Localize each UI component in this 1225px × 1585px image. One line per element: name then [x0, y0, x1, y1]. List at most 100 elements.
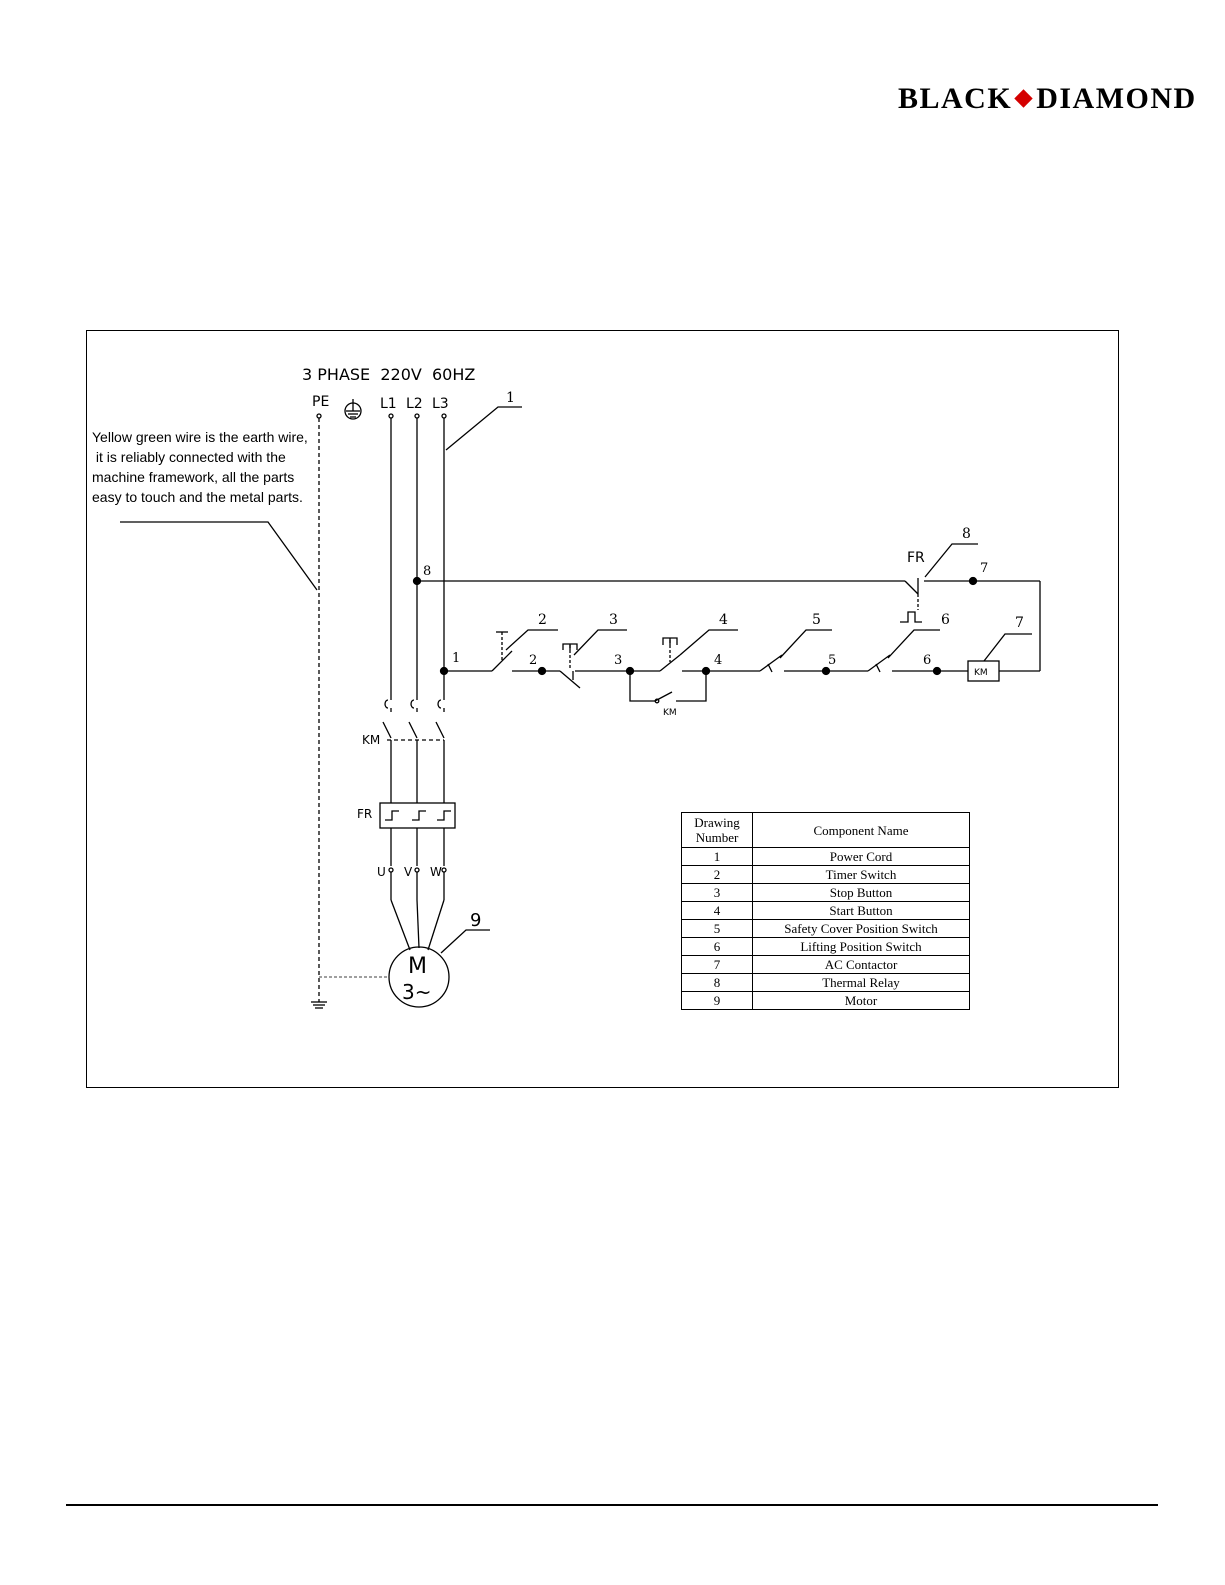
stop-button-contact	[542, 643, 630, 689]
earth-note-line-2: it is reliably connected with the	[92, 449, 286, 465]
node-2-label: 2	[529, 653, 537, 668]
row-number: 4	[681, 901, 753, 920]
diagram-frame	[86, 330, 1119, 1088]
callout-9: 9	[470, 910, 481, 931]
earth-ground-icon	[311, 1000, 327, 1009]
brand-logo: BLACK DIAMOND	[898, 82, 1197, 116]
v-label: V	[404, 865, 413, 879]
brand-logo-left: BLACK	[898, 82, 1013, 115]
supply-label: 3 PHASE 220V 60HZ	[302, 365, 475, 384]
callout-2-leader	[505, 629, 558, 651]
terminal-l1-label: L1	[380, 396, 397, 412]
header-drawing-number: Drawing Number	[681, 812, 753, 848]
node-5-label: 5	[828, 653, 836, 668]
node-3-label: 3	[614, 653, 622, 668]
callout-6: 6	[941, 612, 950, 628]
footer-divider	[66, 1504, 1158, 1506]
node-1-label: 1	[452, 651, 460, 666]
row-number: 7	[681, 955, 753, 974]
km-coil-label: KM	[974, 668, 988, 678]
callout-3-leader	[573, 629, 627, 656]
callout-1: 1	[506, 390, 515, 406]
callout-6-leader	[887, 629, 940, 659]
callout-1-leader	[445, 406, 522, 451]
callout-5-leader	[779, 629, 832, 659]
lifting-position-switch-contact	[826, 654, 968, 673]
node-8-label: 8	[423, 564, 431, 579]
row-component: Thermal Relay	[752, 973, 970, 992]
terminal-l2-label: L2	[406, 396, 423, 412]
km-hold-contact	[629, 671, 707, 704]
row-component: Timer Switch	[752, 865, 970, 884]
row-component: Safety Cover Position Switch	[752, 919, 970, 938]
callout-4-leader	[679, 629, 738, 656]
terminal-dots	[316, 413, 447, 419]
row-number: 1	[681, 847, 753, 866]
callout-8: 8	[962, 526, 971, 542]
node-4-label: 4	[714, 653, 722, 668]
motor-phase-label: 3~	[402, 980, 431, 1004]
terminal-pe-label: PE	[312, 394, 329, 410]
row-number: 9	[681, 991, 753, 1010]
callout-8-leader	[924, 543, 978, 578]
motor-feed-wires	[390, 872, 445, 951]
row-component: Power Cord	[752, 847, 970, 866]
motor-symbol	[388, 946, 450, 1008]
node-7-top-dot	[968, 576, 978, 586]
earth-note-line-1: Yellow green wire is the earth wire,	[92, 429, 308, 445]
header-drawing-number-line-1: Drawing	[694, 815, 740, 830]
terminal-l3-label: L3	[432, 396, 449, 412]
row-component: Motor	[752, 991, 970, 1010]
node-6-label: 6	[923, 653, 931, 668]
fr-heater-symbols	[385, 810, 451, 821]
earth-wire-note: Yellow green wire is the earth wire, it …	[92, 427, 324, 507]
row-number: 6	[681, 937, 753, 956]
row-component: Lifting Position Switch	[752, 937, 970, 956]
row-number: 3	[681, 883, 753, 902]
row-component: Stop Button	[752, 883, 970, 902]
safety-cover-switch-contact	[759, 654, 826, 673]
brand-logo-right: DIAMOND	[1036, 82, 1197, 115]
header-drawing-number-line-2: Number	[695, 830, 739, 845]
start-button-contact	[630, 637, 760, 672]
callout-4: 4	[719, 612, 728, 628]
earth-note-line-4: easy to touch and the metal parts.	[92, 489, 303, 505]
km-main-label: KM	[362, 733, 380, 747]
km-aux-label: KM	[663, 708, 677, 718]
km-main-contacts	[382, 699, 445, 803]
row-number: 2	[681, 865, 753, 884]
fr-contact-label: FR	[907, 550, 925, 566]
fr-nc-contact	[900, 578, 1040, 623]
earth-note-line-3: machine framework, all the parts	[92, 469, 295, 485]
callout-7-leader	[983, 633, 1032, 662]
callout-7: 7	[1015, 615, 1024, 631]
callout-5: 5	[812, 612, 821, 628]
node-7-top-label: 7	[980, 561, 988, 576]
row-number: 8	[681, 973, 753, 992]
header-component-name: Component Name	[752, 812, 970, 848]
km-coil-box	[967, 660, 1000, 682]
row-component: Start Button	[752, 901, 970, 920]
u-label: U	[377, 865, 386, 879]
ground-symbol-icon	[344, 399, 362, 420]
timer-switch-contact	[491, 631, 542, 672]
earth-note-leader	[120, 521, 318, 591]
fr-main-label: FR	[357, 807, 372, 821]
motor-m-label: M	[408, 954, 427, 979]
row-number: 5	[681, 919, 753, 938]
callout-3: 3	[609, 612, 618, 628]
w-label: W	[430, 865, 442, 879]
parts-table-header-row: Drawing Number Component Name	[681, 812, 970, 848]
callout-9-leader	[440, 929, 490, 954]
